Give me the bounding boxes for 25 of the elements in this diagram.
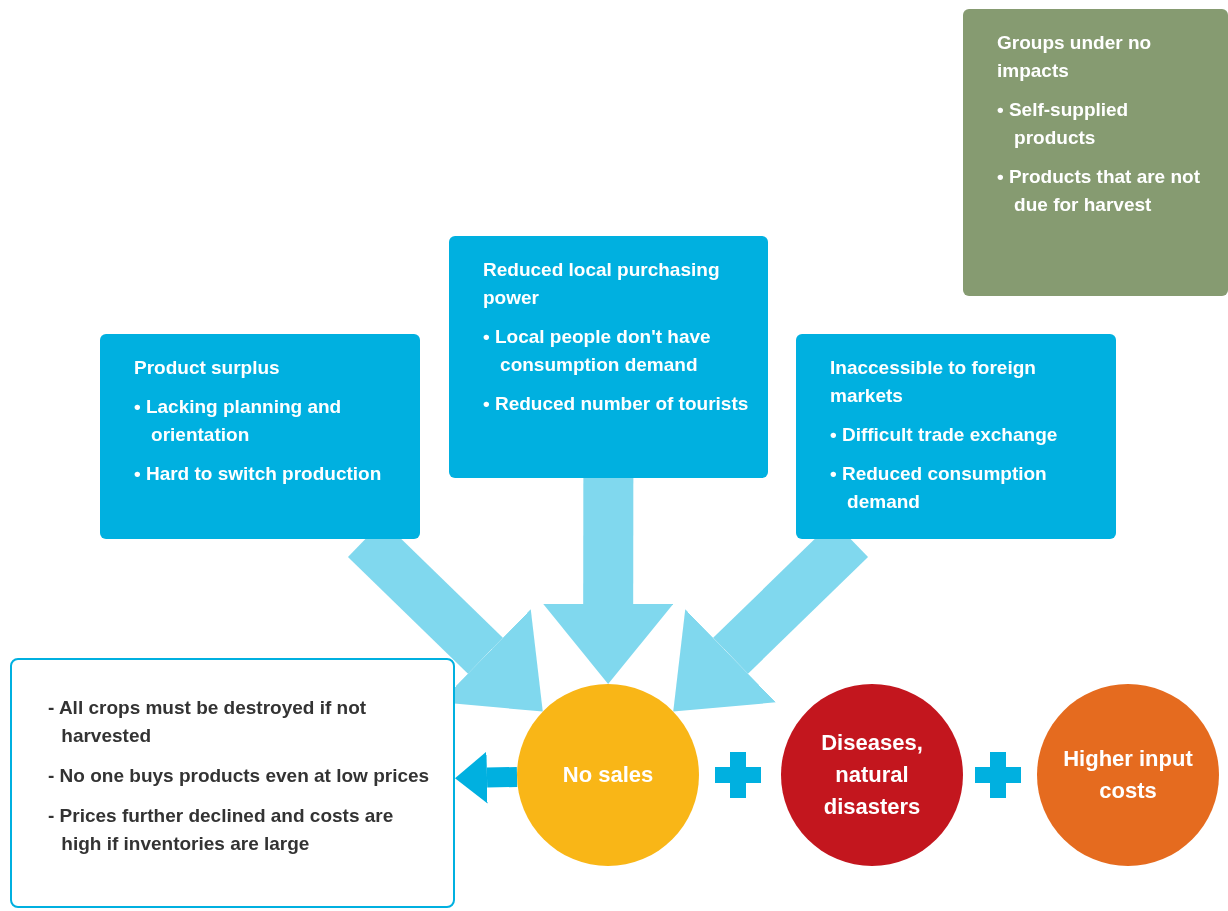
box-heading: Groups under no impacts	[997, 31, 1153, 83]
list-item: - No one buys products even at low prices	[48, 764, 431, 788]
bullet-item: • Local people don't have consumption demand	[483, 325, 712, 377]
bullet-item: • Hard to switch production	[134, 462, 383, 486]
bullet-item: • Reduced consumption demand	[830, 462, 1048, 514]
bullet-item: • Products that are not due for harvest	[997, 165, 1201, 217]
info-box	[449, 236, 768, 478]
info-box	[796, 334, 1116, 539]
arrow	[543, 477, 674, 684]
arrow	[455, 751, 518, 804]
circle-label: Diseases, natural disasters	[820, 729, 924, 821]
bullet-item: • Self-supplied products	[997, 98, 1130, 150]
box-heading: Product surplus	[134, 356, 281, 380]
box-heading: Inaccessible to foreign markets	[830, 356, 1037, 408]
bullet-item: • Reduced number of tourists	[483, 392, 750, 416]
box-heading: Reduced local purchasing power	[483, 258, 721, 310]
list-item: - Prices further declined and costs are high if inventories are large	[48, 804, 395, 856]
bullet-item: • Lacking planning and orientation	[134, 395, 343, 447]
bullet-item: • Difficult trade exchange	[830, 423, 1059, 447]
circle-label: Higher input costs	[1062, 745, 1194, 805]
info-box	[100, 334, 420, 539]
info-box	[963, 9, 1228, 296]
outcome-box	[10, 658, 455, 908]
circle-label: No sales	[562, 761, 654, 789]
list-item: - All crops must be destroyed if not harvested	[48, 696, 368, 748]
